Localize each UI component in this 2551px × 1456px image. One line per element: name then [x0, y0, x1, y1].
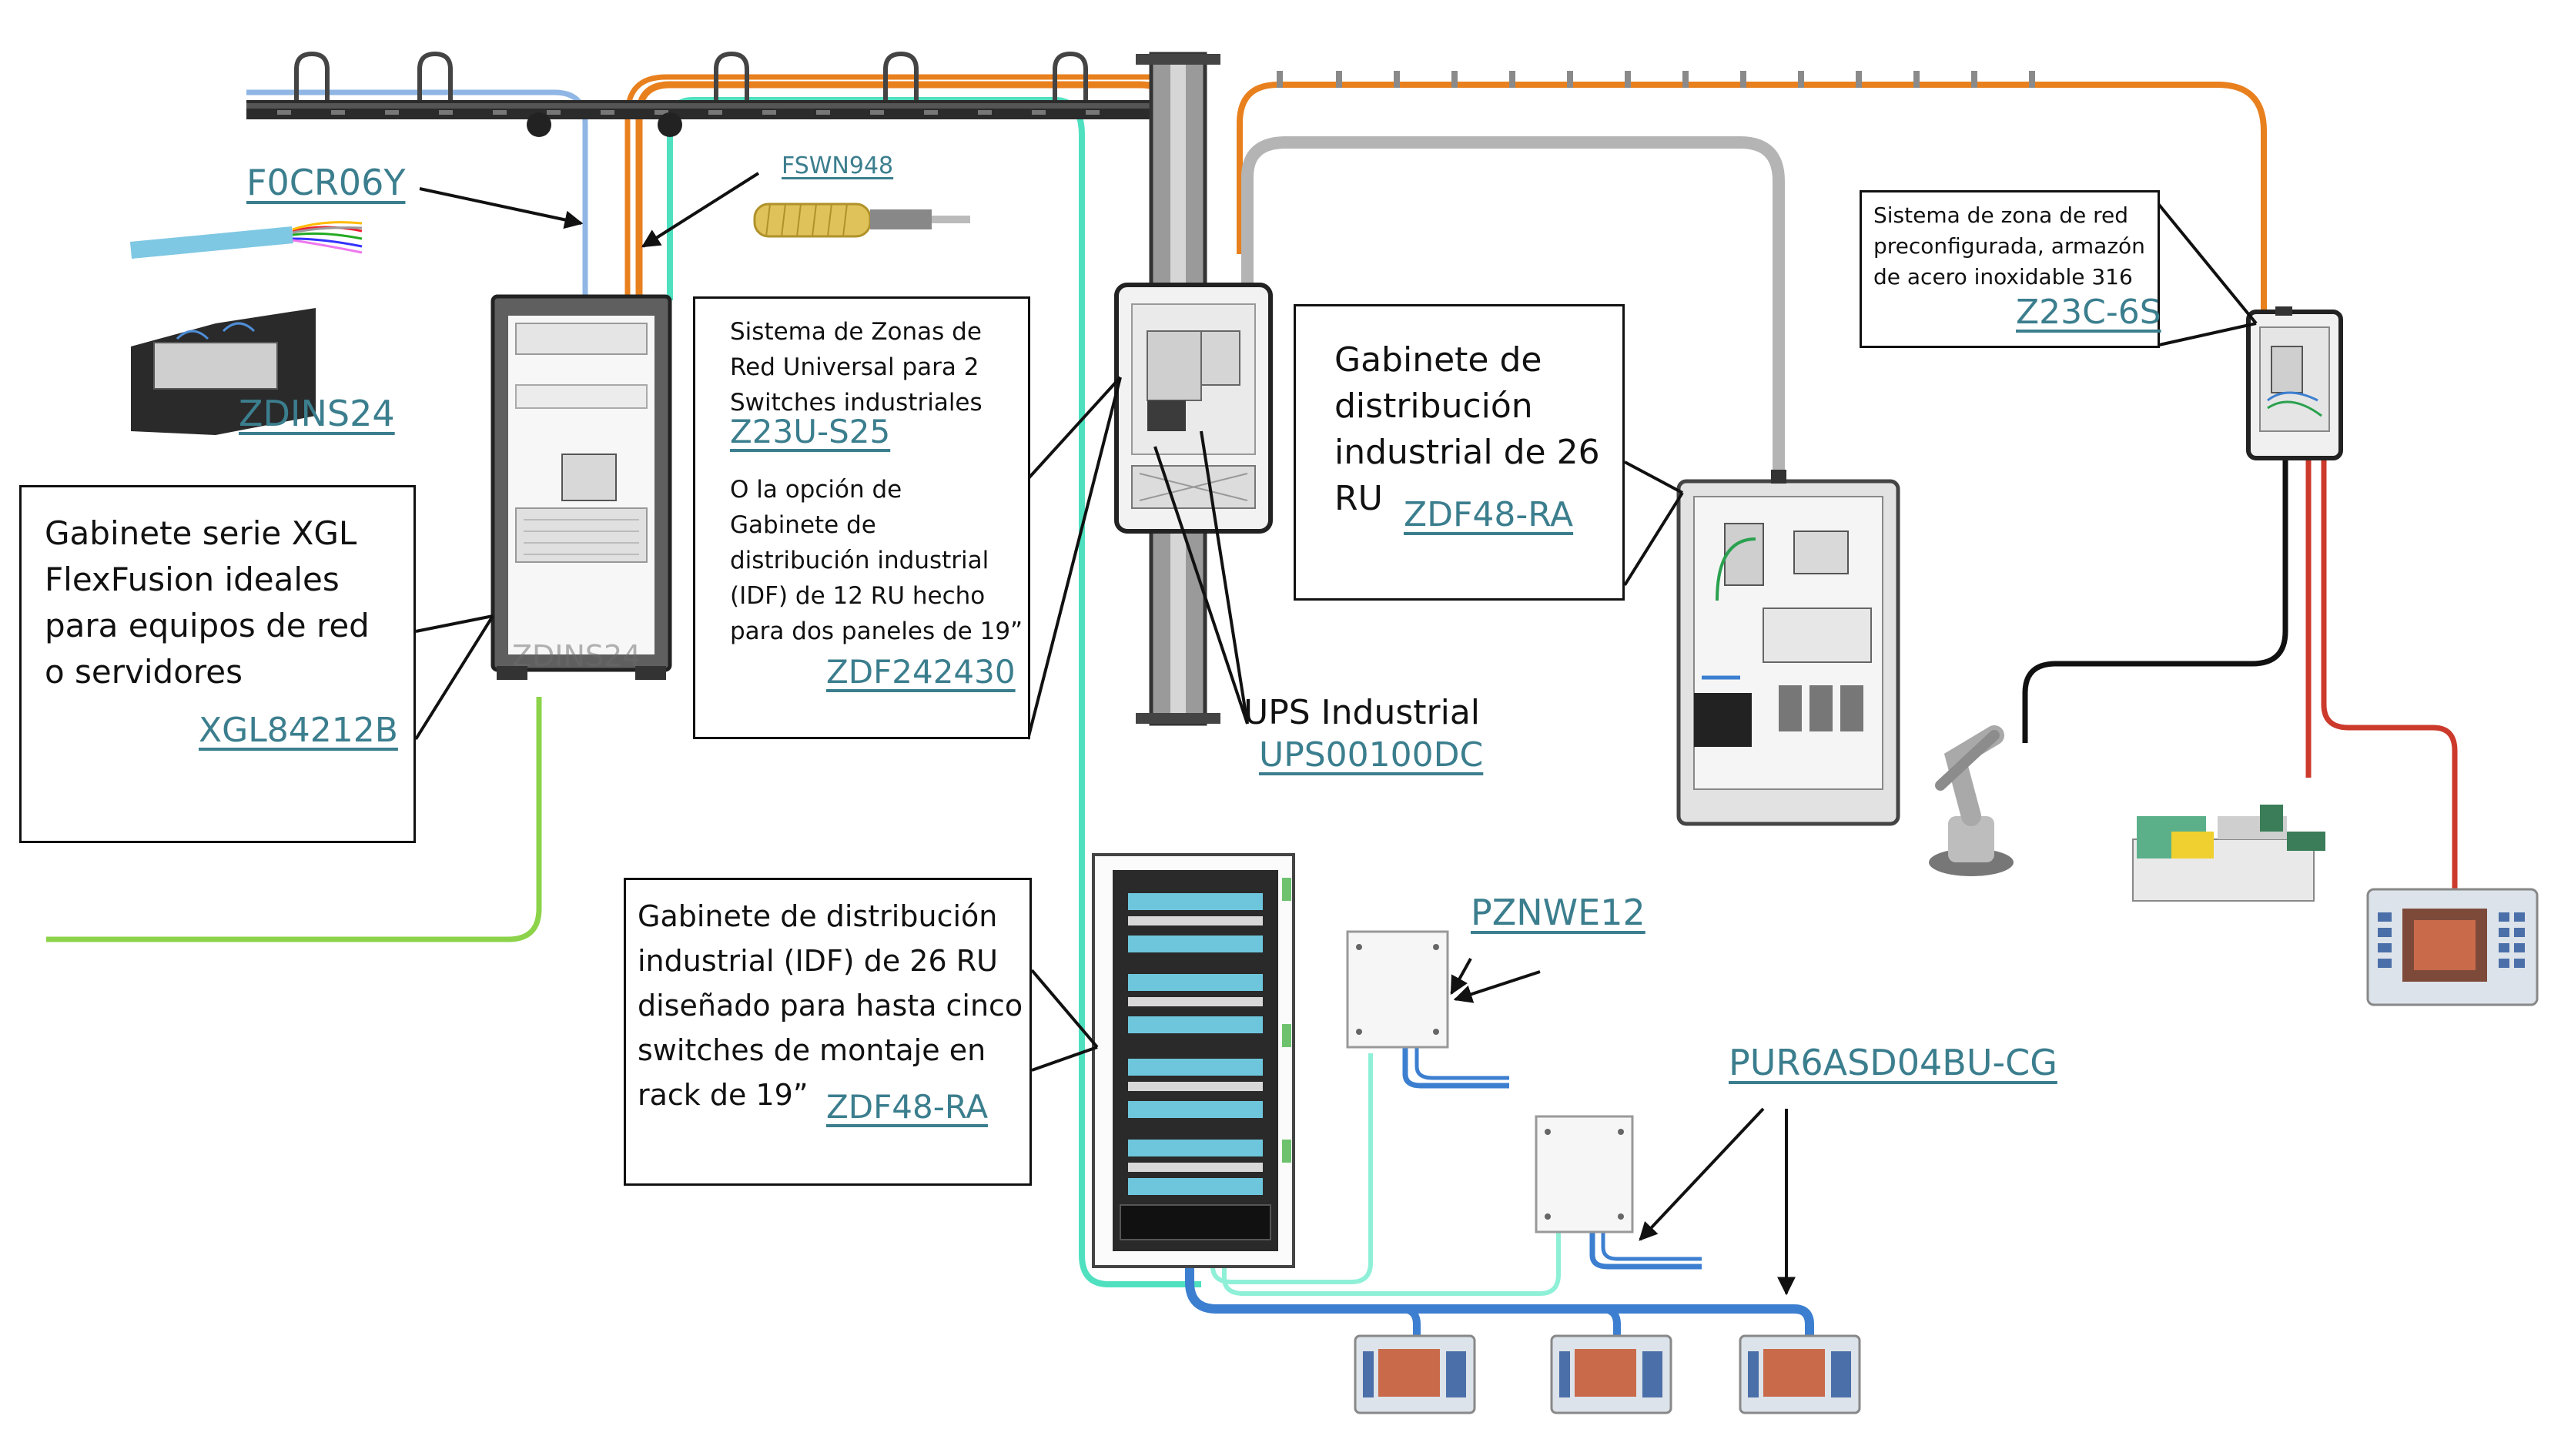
hmi-panel-bottom-3 [1739, 1334, 1861, 1414]
hmi-panel-bottom-2 [1550, 1334, 1672, 1414]
pznwe12-box-2 [1535, 1115, 1634, 1233]
label-xgl84212b[interactable]: XGL84212B [199, 711, 398, 750]
leader-z23c [2151, 195, 2258, 325]
leader-z23u-2 [1026, 377, 1122, 740]
hmi-panel-right [2366, 888, 2539, 1006]
zdins24-din-box [131, 308, 316, 435]
armored-cable-fswn948 [753, 203, 970, 238]
label-zdins24[interactable]: ZDINS24 [239, 393, 395, 434]
blue-cable-box2b [1601, 1232, 1702, 1261]
rack-overlay-label: ZDINS24 [512, 639, 641, 673]
leader-zdf48-top [1624, 460, 1683, 494]
hmi-panel-bottom-1 [1354, 1334, 1476, 1414]
blue-cable-box2 [1589, 1232, 1702, 1270]
red-cable-2 [2321, 458, 2458, 893]
zdf48-top-cabinet [1676, 470, 1900, 826]
label-pznwe12[interactable]: PZNWE12 [1471, 892, 1645, 933]
callout-z23c: Sistema de zona de red preconfigurada, a… [1860, 190, 2161, 348]
label-zdf48-ra-top[interactable]: ZDF48-RA [1404, 495, 1574, 534]
cable-hangers-right [1277, 71, 2035, 88]
callout-z23u: Sistema de Zonas de Red Universal para 2… [693, 296, 1030, 739]
injection-molding-machine [2132, 805, 2325, 902]
pznwe12-box-1 [1346, 930, 1449, 1049]
label-zdf48-ra-bottom[interactable]: ZDF48-RA [826, 1088, 989, 1126]
xgl-description: Gabinete serie XGL FlexFusion ideales pa… [45, 514, 370, 691]
gray-conduit [1241, 136, 1785, 481]
blue-cable-box1 [1402, 1047, 1509, 1089]
label-z23c-6s[interactable]: Z23C-6S [2016, 293, 2161, 332]
leader-zdf48-bottom-2 [1031, 1046, 1098, 1072]
z23c-enclosure [2246, 306, 2343, 460]
blue-hmi-drop-2 [1601, 1305, 1621, 1340]
teal-cable-pznwe12-b [1222, 1224, 1561, 1296]
label-z23u-s25[interactable]: Z23U-S25 [730, 413, 891, 450]
arrow-pur6asd-1 [1639, 1107, 1765, 1241]
fiber-cable-f0cr06y [129, 221, 363, 259]
xgl-rack [490, 294, 672, 680]
teal-cable-pznwe12-a [1210, 1053, 1373, 1284]
arrow-f0cr06y [419, 187, 584, 229]
leader-z23c-2 [2151, 322, 2257, 348]
orange-cable-z23c [1237, 82, 2267, 316]
label-pur6asd04bu-cg[interactable]: PUR6ASD04BU-CG [1729, 1042, 2057, 1083]
black-cable [2022, 458, 2288, 743]
callout-xgl: Gabinete serie XGL FlexFusion ideales pa… [19, 485, 416, 843]
blue-hmi-cable [1185, 1251, 1814, 1340]
label-fswn948[interactable]: FSWN948 [782, 152, 894, 179]
green-cable [46, 697, 542, 942]
leader-xgl [415, 614, 494, 633]
arrow-pznwe12 [1450, 958, 1472, 996]
cable-tray [246, 51, 1182, 137]
label-zdf242430[interactable]: ZDF242430 [826, 653, 1016, 691]
leader-ups-2 [1200, 430, 1249, 725]
zdf48-top-description: Gabinete de distribución industrial de 2… [1334, 340, 1600, 518]
leader-z23u [1026, 376, 1122, 480]
blue-cable-box1b [1414, 1047, 1509, 1080]
arrow-fswn948 [641, 172, 760, 248]
ups-description: UPS Industrial [1244, 693, 1481, 732]
zdf242430-description: O la opción de Gabinete de distribución … [730, 476, 1023, 645]
leader-xgl-2 [414, 614, 494, 741]
z23u-enclosure [1114, 283, 1273, 534]
zdf48-bottom-description: Gabinete de distribución industrial (IDF… [638, 899, 1023, 1112]
leader-zdf48-bottom [1030, 969, 1099, 1049]
callout-zdf48-bottom: Gabinete de distribución industrial (IDF… [624, 878, 1032, 1186]
label-f0cr06y[interactable]: F0CR06Y [246, 162, 406, 203]
robot-arm [1929, 725, 2014, 876]
arrow-pznwe12-b [1453, 970, 1541, 1003]
callout-zdf48-top: Gabinete de distribución industrial de 2… [1294, 304, 1625, 601]
z23u-description: Sistema de Zonas de Red Universal para 2… [730, 318, 983, 417]
z23c-description: Sistema de zona de red preconfigurada, a… [1873, 203, 2145, 290]
leader-zdf48-top-2 [1623, 491, 1684, 587]
idf-rack-bottom [1092, 853, 1295, 1268]
label-ups00100dc[interactable]: UPS00100DC [1259, 735, 1484, 775]
leader-ups [1153, 446, 1249, 725]
blue-hmi-drop-1 [1401, 1305, 1421, 1340]
